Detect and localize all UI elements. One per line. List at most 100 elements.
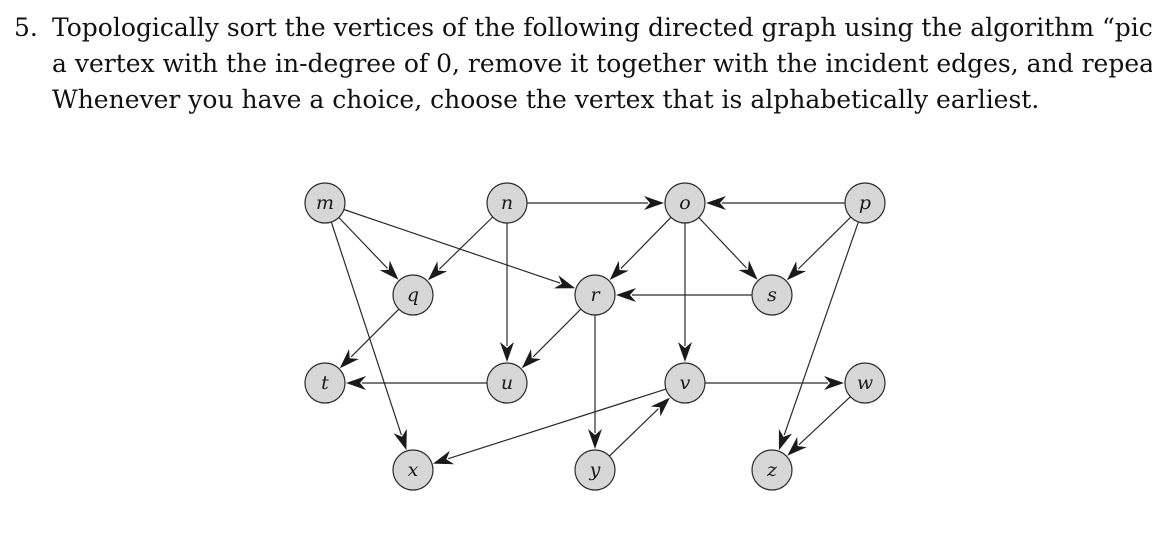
vertex-label: t — [321, 372, 329, 394]
vertex-label: s — [767, 284, 777, 306]
edge-n-o — [527, 196, 664, 210]
vertex-circle — [664, 362, 706, 404]
vertex-circle — [664, 182, 706, 224]
edge-m-q — [338, 217, 399, 280]
edge-o-s — [698, 217, 758, 280]
edge-m-r — [343, 208, 576, 289]
vertex-circle — [751, 274, 793, 316]
graph-nodes: m n o p q r s t u v w x y z — [304, 182, 886, 491]
vertex-m: m — [304, 182, 346, 224]
edge-line — [797, 216, 852, 270]
edge-p-o — [706, 196, 845, 210]
edge-u-t — [346, 376, 487, 390]
arrowhead-icon — [706, 196, 726, 210]
vertex-t: t — [304, 362, 346, 404]
arrowhead-icon — [650, 397, 670, 417]
arrowhead-icon — [346, 376, 366, 390]
vertex-w: w — [844, 362, 886, 404]
vertex-label: n — [501, 192, 513, 214]
vertex-circle — [392, 449, 434, 491]
edge-r-u — [521, 308, 582, 369]
edge-line — [438, 216, 494, 270]
edge-v-x — [433, 388, 667, 465]
edge-p-s — [786, 216, 852, 281]
edge-n-u — [500, 223, 514, 362]
arrowhead-icon — [787, 436, 807, 456]
problem-number: 5. — [14, 13, 38, 42]
problem-statement: 5. Topologically sort the vertices of th… — [14, 10, 1152, 118]
arrowhead-icon — [824, 376, 844, 390]
edge-line — [330, 221, 402, 436]
problem-line-3: Whenever you have a choice, choose the v… — [52, 85, 1040, 114]
edge-p-z — [778, 221, 859, 451]
vertex-v: v — [664, 362, 706, 404]
vertex-label: q — [407, 284, 419, 306]
edge-line — [608, 408, 659, 457]
arrowhead-icon — [588, 429, 602, 449]
vertex-circle — [574, 449, 616, 491]
vertex-label: z — [766, 459, 778, 481]
edge-y-v — [608, 397, 670, 457]
arrowhead-icon — [553, 275, 576, 289]
vertex-label: x — [408, 459, 419, 481]
problem-line-2: a vertex with the in-degree of 0, remove… — [52, 49, 1152, 78]
arrowhead-icon — [393, 428, 407, 451]
vertex-label: r — [590, 284, 601, 306]
vertex-circle — [486, 182, 528, 224]
vertex-circle — [844, 182, 886, 224]
arrowhead-icon — [500, 342, 514, 362]
edge-q-t — [339, 308, 400, 369]
vertex-p: p — [844, 182, 886, 224]
edge-m-x — [330, 221, 407, 451]
vertex-label: y — [589, 459, 601, 481]
vertex-circle — [392, 274, 434, 316]
graph-edges — [330, 196, 859, 465]
vertex-circle — [751, 449, 793, 491]
arrowhead-icon — [678, 342, 692, 362]
arrowhead-icon — [738, 260, 758, 280]
edge-s-r — [616, 288, 752, 302]
vertex-circle — [304, 182, 346, 224]
vertex-label: w — [857, 372, 873, 394]
vertex-u: u — [486, 362, 528, 404]
edge-o-v — [678, 223, 692, 362]
vertex-y: y — [574, 449, 616, 491]
vertex-circle — [486, 362, 528, 404]
vertex-label: u — [501, 372, 513, 394]
vertex-o: o — [664, 182, 706, 224]
edge-line — [620, 216, 672, 270]
vertex-label: m — [316, 192, 334, 214]
arrowhead-icon — [339, 349, 359, 369]
arrowhead-icon — [778, 429, 793, 451]
vertex-label: o — [679, 192, 690, 214]
edge-line — [798, 396, 851, 446]
edge-r-y — [588, 315, 602, 449]
arrowhead-icon — [433, 450, 455, 465]
vertex-s: s — [751, 274, 793, 316]
edge-n-q — [428, 216, 494, 281]
edge-w-z — [787, 396, 851, 456]
arrowhead-icon — [786, 261, 807, 281]
edge-line — [698, 217, 748, 269]
arrowhead-icon — [644, 196, 664, 210]
edge-o-r — [609, 216, 672, 280]
edge-v-w — [705, 376, 844, 390]
vertex-q: q — [392, 274, 434, 316]
arrowhead-icon — [521, 349, 541, 369]
vertex-r: r — [574, 274, 616, 316]
arrowhead-icon — [609, 260, 629, 280]
vertex-z: z — [751, 449, 793, 491]
vertex-circle — [304, 362, 346, 404]
edge-line — [448, 388, 667, 460]
edge-line — [532, 308, 582, 358]
edge-line — [350, 308, 400, 358]
edge-line — [783, 221, 859, 436]
vertex-circle — [844, 362, 886, 404]
vertex-label: p — [859, 192, 871, 214]
problem-line-1: Topologically sort the vertices of the f… — [52, 13, 1152, 42]
edge-line — [338, 217, 388, 269]
edge-line — [343, 208, 561, 284]
vertex-x: x — [392, 449, 434, 491]
vertex-circle — [574, 274, 616, 316]
